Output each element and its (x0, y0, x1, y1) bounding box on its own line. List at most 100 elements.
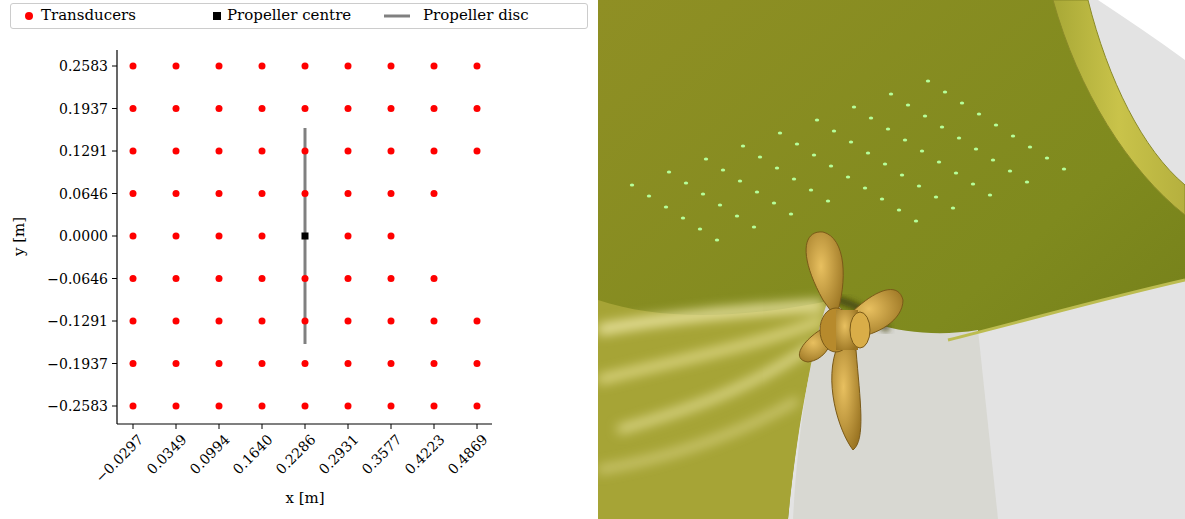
transducer-dot (914, 220, 918, 223)
legend-label: Propeller centre (227, 8, 351, 23)
transducer-point (345, 275, 352, 282)
transducer-dot (664, 206, 668, 209)
transducer-point (345, 190, 352, 197)
transducer-dot (849, 141, 853, 144)
transducer-point (474, 148, 481, 155)
legend-box: TransducersPropeller centrePropeller dis… (10, 3, 588, 29)
transducer-point (345, 403, 352, 410)
transducer-dot (758, 156, 762, 159)
background (598, 0, 1185, 519)
tick-mark (133, 424, 134, 429)
transducer-point (130, 233, 137, 240)
tick-mark (112, 66, 117, 67)
transducer-point (431, 403, 438, 410)
transducer-dot (926, 80, 930, 83)
transducer-dot (832, 130, 836, 133)
transducer-dot (775, 167, 779, 170)
transducer-point (302, 63, 309, 70)
tick-mark (112, 151, 117, 152)
transducer-dot (829, 165, 833, 168)
transducer-dot (772, 202, 776, 205)
transducer-dot (809, 189, 813, 192)
y-tick-label: 0.0646 (59, 187, 108, 201)
axis-title: y [m] (12, 216, 27, 255)
transducer-point (302, 275, 309, 282)
transducer-dot (991, 159, 995, 162)
transducer-dot (721, 169, 725, 172)
transducer-point (345, 63, 352, 70)
water-gap (793, 300, 998, 519)
transducer-dot (937, 161, 941, 164)
x-tick-label: 0.0349 (144, 432, 189, 477)
transducer-point (388, 63, 395, 70)
transducer-point (259, 63, 266, 70)
transducer-point (259, 275, 266, 282)
transducer-point (216, 360, 223, 367)
x-tick-label: 0.2931 (316, 432, 361, 477)
transducer-dot (971, 183, 975, 186)
transducer-point (345, 148, 352, 155)
transducer-point (388, 233, 395, 240)
swatch-square (213, 12, 221, 20)
propeller-blade (832, 345, 861, 450)
transducer-point (173, 105, 180, 112)
transducer-point (130, 148, 137, 155)
transducer-dot (940, 126, 944, 129)
transducer-dot (863, 187, 867, 190)
transducer-point (173, 190, 180, 197)
swatch-dot (25, 12, 33, 20)
transducer-point (302, 148, 309, 155)
transducer-point (259, 233, 266, 240)
transducer-point (130, 63, 137, 70)
transducer-point (388, 190, 395, 197)
tick-mark (112, 363, 117, 364)
transducer-dot (792, 178, 796, 181)
transducer-point (259, 318, 266, 325)
transducer-dot (681, 217, 685, 220)
wake-streak (598, 305, 823, 330)
transducer-dot (943, 91, 947, 94)
wake-streak (598, 400, 798, 470)
transducer-point (302, 318, 309, 325)
tick-mark (219, 424, 220, 429)
transducer-dot (903, 139, 907, 142)
propeller-blade (806, 232, 843, 318)
transducer-dot (701, 193, 705, 196)
transducer-point (216, 275, 223, 282)
y-tick-label: −0.1291 (47, 314, 108, 328)
transducer-dot (1045, 157, 1049, 160)
transducer-dot (974, 148, 978, 151)
x-tick-label: 0.2286 (273, 432, 318, 477)
transducer-dot (900, 174, 904, 177)
transducer-point (173, 403, 180, 410)
transducer-dot (815, 119, 819, 122)
hull-render (598, 0, 1185, 519)
transducer-dot (826, 200, 830, 203)
transducer-point (216, 63, 223, 70)
transducer-dot (1011, 135, 1015, 138)
transducer-point (345, 318, 352, 325)
x-tick-label: 0.0994 (187, 432, 232, 477)
transducer-point (259, 105, 266, 112)
y-tick-label: −0.1937 (47, 357, 108, 371)
legend-line-sample (383, 8, 411, 24)
transducer-point (130, 190, 137, 197)
transducer-dot (741, 145, 745, 148)
transducer-point (173, 360, 180, 367)
transducer-dot (630, 184, 634, 187)
transducer-point (130, 360, 137, 367)
transducer-dot (789, 213, 793, 216)
tick-mark (434, 424, 435, 429)
transducer-point (216, 148, 223, 155)
transducer-dot (1062, 168, 1066, 171)
legend-swatch (21, 8, 37, 24)
transducer-dot (906, 104, 910, 107)
transducer-point (130, 403, 137, 410)
transducer-point (173, 318, 180, 325)
transducer-point (302, 360, 309, 367)
legend-swatch (209, 8, 225, 24)
transducer-point (173, 63, 180, 70)
transducer-point (345, 360, 352, 367)
transducer-point (259, 148, 266, 155)
transducer-dot (889, 93, 893, 96)
